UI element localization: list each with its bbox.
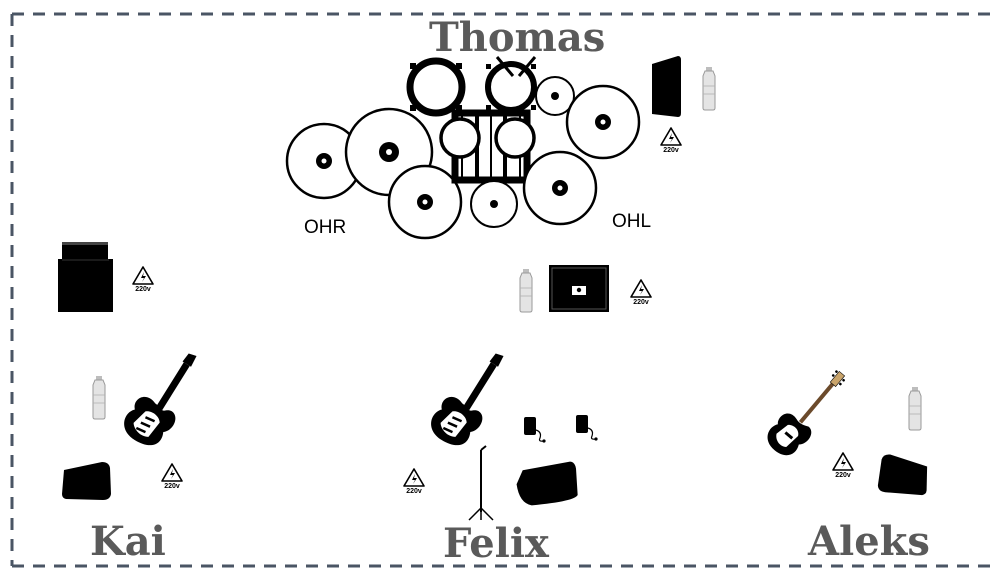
bassist-name: Aleks <box>808 518 930 565</box>
crash-cymbal-left <box>285 122 363 200</box>
drum-kit <box>285 56 641 240</box>
power-outlet-icon: 220v <box>161 463 183 490</box>
power-outlet-icon: 220v <box>132 266 154 293</box>
power-voltage-label: 220v <box>663 147 679 154</box>
water-bottle-icon <box>702 66 716 111</box>
amplifier-icon <box>549 265 609 312</box>
snare-tom-right <box>494 117 536 159</box>
mic-stand-icon <box>468 445 494 521</box>
floor-monitor-icon <box>516 461 578 506</box>
water-bottle-icon <box>92 375 106 420</box>
power-voltage-label: 220v <box>406 488 422 495</box>
drummer-pointer-line <box>495 56 515 77</box>
power-outlet-icon: 220v <box>832 452 854 479</box>
drum-monitor-icon <box>652 56 681 117</box>
floor-monitor-icon <box>62 462 111 500</box>
floor-cymbal-left <box>387 164 463 240</box>
power-voltage-label: 220v <box>164 483 180 490</box>
effects-pedal-icon <box>523 416 547 444</box>
electric-guitar-icon <box>117 341 211 454</box>
electric-guitar-icon <box>424 341 518 454</box>
water-bottle-icon <box>908 386 922 431</box>
guitarist-left-name: Kai <box>90 518 166 565</box>
bass-guitar-icon <box>767 370 846 456</box>
floor-monitor-icon <box>877 453 930 497</box>
drummer-pointer-line-2 <box>517 56 537 77</box>
splash-cymbal <box>535 76 575 116</box>
rack-tom-right <box>485 61 537 113</box>
overhead-right-label: OHR <box>304 217 347 238</box>
power-outlet-icon: 220v <box>403 468 425 495</box>
stage-border <box>10 12 990 568</box>
power-voltage-label: 220v <box>835 472 851 479</box>
overhead-left-label: OHL <box>612 211 652 232</box>
rack-tom-left <box>406 57 466 117</box>
snare-tom-left <box>439 117 481 159</box>
floor-cymbal-right <box>522 150 598 226</box>
ride-cymbal <box>565 84 641 160</box>
amplifier-icon <box>58 242 113 312</box>
drummer-name: Thomas <box>429 14 606 61</box>
power-voltage-label: 220v <box>633 299 649 306</box>
effects-pedal-icon <box>575 414 599 442</box>
water-bottle-icon <box>519 268 533 313</box>
power-outlet-icon: 220v <box>660 127 682 154</box>
small-cymbal-bottom <box>470 180 518 228</box>
power-outlet-icon: 220v <box>630 279 652 306</box>
guitarist-center-name: Felix <box>443 520 549 567</box>
power-voltage-label: 220v <box>135 286 151 293</box>
